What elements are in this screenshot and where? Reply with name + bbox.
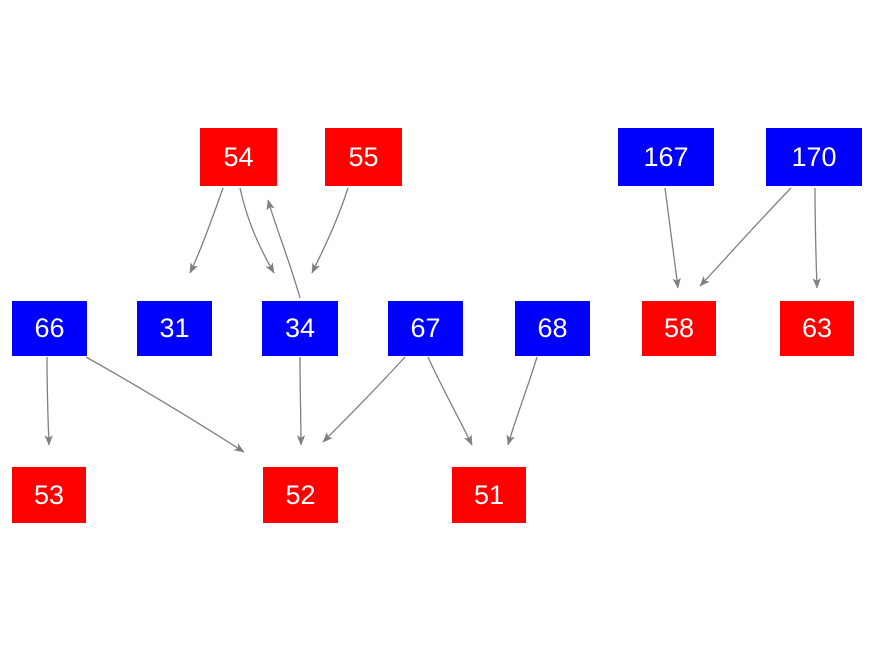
graph-node-63[interactable]: 63 — [780, 301, 854, 356]
edge-54-31 — [189, 187, 224, 274]
edge-55-34 — [311, 187, 349, 274]
graph-node-label: 53 — [33, 479, 65, 510]
graph-node-54[interactable]: 54 — [200, 128, 277, 186]
edge-34-52 — [296, 356, 306, 446]
edge-67-52 — [322, 356, 406, 443]
graph-node-label: 54 — [223, 141, 254, 172]
graph-node-31[interactable]: 31 — [137, 301, 212, 356]
edge-54-34 — [239, 187, 275, 274]
graph-node-67[interactable]: 67 — [388, 301, 463, 356]
edge-170-63 — [812, 187, 821, 289]
edge-68-51 — [506, 356, 538, 446]
graph-node-label: 55 — [348, 141, 379, 172]
edge-67-51 — [427, 356, 473, 446]
graph-node-52[interactable]: 52 — [263, 467, 338, 523]
graph-node-53[interactable]: 53 — [12, 467, 86, 523]
edge-66-52 — [85, 356, 245, 453]
graph-node-170[interactable]: 170 — [766, 128, 862, 186]
graph-node-label: 66 — [34, 313, 65, 343]
graph-node-label: 167 — [643, 141, 689, 172]
graph-node-label: 67 — [410, 313, 441, 343]
graph-node-label: 58 — [663, 313, 695, 343]
edge-34-54 — [266, 199, 301, 299]
graph-node-58[interactable]: 58 — [642, 301, 716, 356]
graph-node-66[interactable]: 66 — [12, 301, 87, 356]
graph-node-34[interactable]: 34 — [262, 301, 338, 356]
graph-node-55[interactable]: 55 — [325, 128, 402, 186]
edge-167-58 — [664, 187, 681, 289]
edge-170-58 — [699, 187, 792, 287]
graph-node-label: 68 — [537, 313, 568, 343]
edge-66-53 — [44, 356, 53, 446]
graph-node-label: 34 — [284, 313, 316, 343]
graph-node-label: 51 — [473, 479, 505, 510]
graph-node-label: 63 — [801, 313, 833, 343]
graph-node-label: 52 — [285, 479, 316, 510]
graph-node-167[interactable]: 167 — [618, 128, 714, 186]
graph-node-label: 31 — [159, 313, 190, 343]
graph-node-51[interactable]: 51 — [452, 467, 526, 523]
graph-node-68[interactable]: 68 — [515, 301, 590, 356]
graph-node-label: 170 — [791, 141, 837, 172]
